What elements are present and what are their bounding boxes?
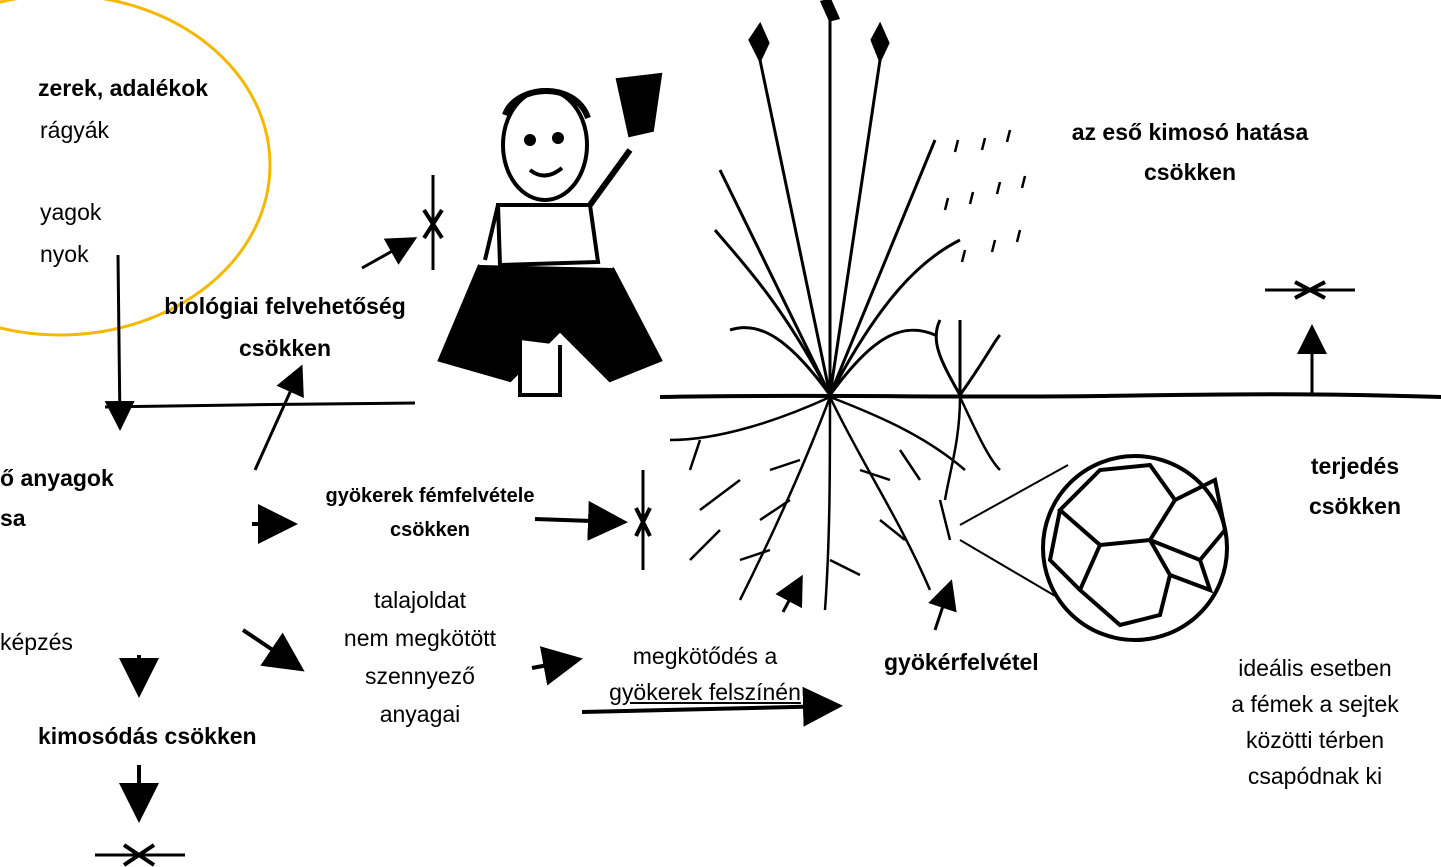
bio-availability-line-2: csökken <box>120 332 450 364</box>
arrow-to-solution <box>243 630 298 667</box>
blocked-marker-spread <box>1265 282 1355 298</box>
solution-line-1: talajoldat <box>300 584 540 616</box>
cell-magnifier-icon <box>960 456 1227 640</box>
amendments-title: zerek, adalékok <box>38 72 208 104</box>
binding-line-2: gyökerek felszínén <box>575 676 835 708</box>
leaching-label: kimosódás csökken <box>38 720 257 752</box>
amendments-line-3: nyok <box>40 238 89 270</box>
arrow-to-bio <box>255 370 300 470</box>
binding-line-1: megkötődés a <box>575 640 835 672</box>
ground-line <box>660 394 1441 397</box>
ideal-line-1: ideális esetben <box>1195 652 1435 684</box>
bio-availability-line-1: biológiai felvehetőség <box>120 290 450 322</box>
spread-line-1: terjedés <box>1270 450 1440 482</box>
rain-effect-line-2: csökken <box>1030 156 1350 188</box>
solution-line-2: nem megkötött <box>300 622 540 654</box>
roots-icon <box>670 397 1000 610</box>
gyokerfelvetel-label: gyökérfelvétel <box>884 646 1039 678</box>
blocked-marker-root <box>636 470 650 570</box>
ideal-line-3: közötti térben <box>1195 724 1435 756</box>
arrow-to-child <box>362 240 412 268</box>
spread-line-2: csökken <box>1270 490 1440 522</box>
rain-effect-line-1: az eső kimosó hatása <box>1030 116 1350 148</box>
arrow-binding-to-root <box>783 580 800 612</box>
root-uptake-line-2: csökken <box>290 514 570 546</box>
arrow-uptake-to-root <box>935 585 950 630</box>
plant-icon <box>715 0 1000 395</box>
solution-line-3: szennyező <box>300 660 540 692</box>
solution-line-4: anyagai <box>300 698 540 730</box>
soil-line-left <box>105 403 415 407</box>
amendments-line-2: yagok <box>40 196 101 228</box>
blocked-marker-leaching <box>95 845 185 865</box>
formation-label: képzés <box>0 626 73 658</box>
ideal-line-2: a fémek a sejtek <box>1195 688 1435 720</box>
highlight-circle <box>0 0 270 335</box>
ideal-line-4: csapódnak ki <box>1195 760 1435 792</box>
root-uptake-line-1: gyökerek fémfelvétele <box>290 480 570 512</box>
blocked-marker-bio <box>424 175 442 270</box>
amendments-line-1: rágyák <box>40 114 109 146</box>
pollutants-line-1: ő anyagok <box>0 462 114 494</box>
child-figure-icon <box>440 75 660 395</box>
pollutants-line-2: sa <box>0 502 26 534</box>
